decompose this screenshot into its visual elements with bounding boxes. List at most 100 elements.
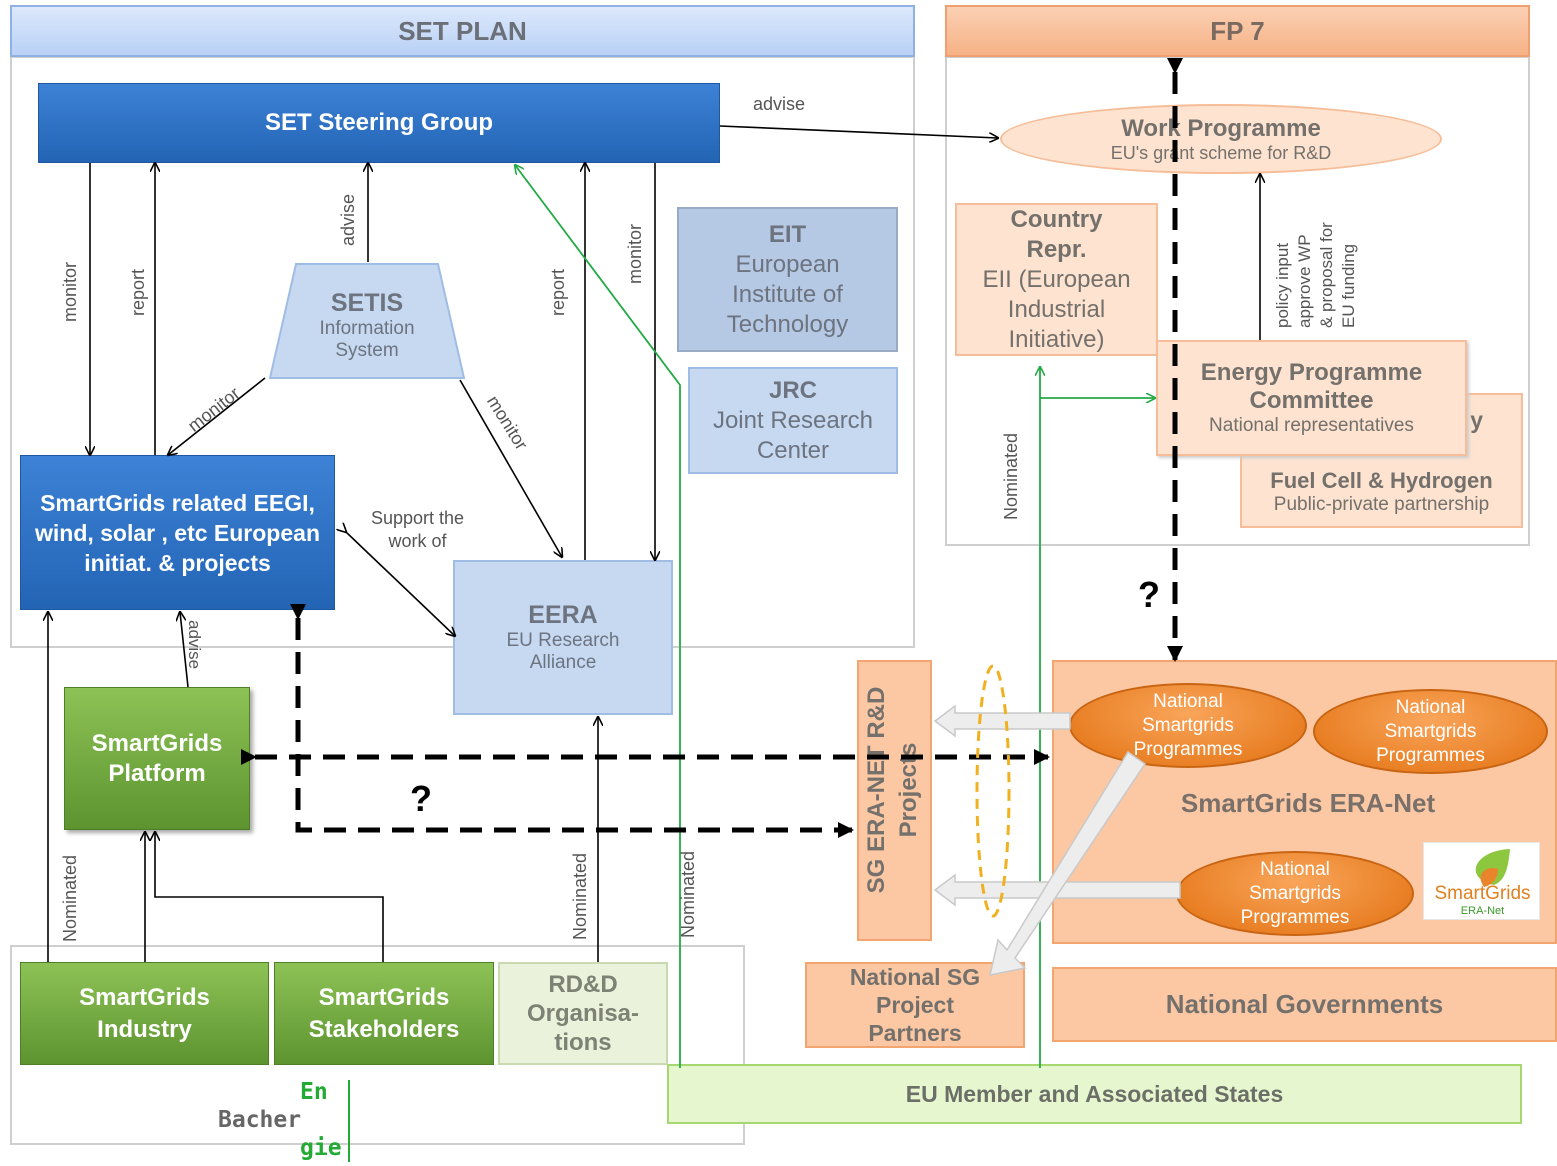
- dashed-yellow-oval: [975, 664, 1011, 918]
- rdd-line2: Organisa-: [526, 1000, 640, 1027]
- jti-subtitle: Public-private partnership: [1273, 494, 1490, 515]
- partners-line3: Partners: [868, 1020, 962, 1046]
- country-repr-line1: Country: [1010, 205, 1103, 233]
- setis-line2: System: [335, 339, 399, 361]
- national-programmes-1: National Smartgrids Programmes: [1069, 683, 1307, 768]
- national-governments: National Governments: [1052, 967, 1557, 1042]
- country-repr-line4: Industrial: [1007, 295, 1106, 323]
- partners-line1: National SG: [849, 964, 981, 990]
- jrc-line1: Joint Research: [712, 406, 874, 434]
- jrc-title: JRC: [768, 376, 817, 404]
- arrow-platform-advise: [180, 612, 189, 688]
- energy-programme-committee: Energy Programme Committee National repr…: [1156, 340, 1467, 456]
- platform-line1: SmartGrids: [91, 729, 223, 757]
- eu-member-states-label: EU Member and Associated States: [905, 1080, 1284, 1107]
- rdd-line1: RD&D: [548, 971, 618, 998]
- stakeholders-line1: SmartGrids: [318, 983, 450, 1011]
- question-mark-left: ?: [410, 778, 432, 819]
- bacher-line1: En: [300, 1079, 328, 1105]
- leaf-icon: [1475, 849, 1510, 887]
- hollow-arrow-top: [933, 704, 1071, 738]
- np2-line1: National: [1395, 696, 1466, 718]
- era-net-title: SmartGrids ERA-Net: [1180, 788, 1436, 818]
- epc-line1: Energy Programme: [1200, 359, 1423, 386]
- np3-line3: Programmes: [1240, 906, 1350, 928]
- bacher-energie-logo: En Bacher gie: [218, 1078, 358, 1164]
- eit-line1: European: [735, 250, 840, 278]
- label-support-line1: Support the: [370, 508, 465, 528]
- arrow-setis-to-eegi: [168, 377, 266, 455]
- label-monitor-right: monitor: [625, 223, 645, 284]
- eegi-line3: initiat. & projects: [84, 549, 271, 576]
- label-advise-top: advise: [753, 94, 806, 114]
- eit-box: EIT European Institute of Technology: [677, 207, 898, 352]
- set-steering-group: SET Steering Group: [38, 83, 720, 163]
- setis-title: SETIS: [330, 288, 404, 317]
- label-monitor-left: monitor: [60, 261, 80, 322]
- set-plan-header: SET PLAN: [10, 5, 915, 57]
- epc-line2: Committee: [1249, 387, 1374, 414]
- eegi-line2: wind, solar , etc European: [34, 519, 320, 546]
- logo-text: SmartGrids: [1434, 883, 1531, 904]
- policy-line1: policy input: [1273, 242, 1292, 328]
- arrow-stakeholders-to-platform: [155, 832, 384, 962]
- policy-line4: EU funding: [1339, 243, 1358, 328]
- np1-line2: Smartgrids: [1142, 714, 1234, 736]
- eu-member-states: EU Member and Associated States: [667, 1064, 1522, 1124]
- eit-line2: Institute of: [732, 280, 843, 308]
- country-repr-line3: EII (European: [982, 265, 1131, 293]
- industry-line2: Industry: [97, 1015, 192, 1043]
- national-programmes-3: National Smartgrids Programmes: [1176, 851, 1414, 936]
- eit-title: EIT: [768, 220, 807, 248]
- jti-title: Fuel Cell & Hydrogen: [1270, 468, 1493, 493]
- country-repr-line5: Initiative): [1008, 325, 1105, 353]
- label-nominated-industry: Nominated: [60, 854, 80, 942]
- label-report-left: report: [128, 268, 148, 316]
- np2-line3: Programmes: [1376, 744, 1485, 766]
- platform-line2: Platform: [108, 759, 206, 787]
- np3-line2: Smartgrids: [1249, 882, 1341, 904]
- policy-line3: & proposal for: [1317, 222, 1336, 328]
- setis-shape: [268, 263, 466, 379]
- smartgrids-industry: SmartGrids Industry: [20, 962, 269, 1065]
- jrc-line2: Center: [756, 436, 830, 464]
- policy-line2: approve WP: [1295, 234, 1314, 328]
- green-line-to-steering: [515, 165, 681, 1068]
- work-programme-subtitle: EU's grant scheme for R&D: [1110, 142, 1332, 163]
- rdd-line3: tions: [554, 1029, 612, 1056]
- rdd-organisations: RD&D Organisa- tions: [498, 962, 668, 1065]
- work-programme: Work Programme EU's grant scheme for R&D: [1000, 104, 1442, 174]
- epc-line3: National representatives: [1209, 415, 1414, 436]
- fp7-header: FP 7: [945, 5, 1530, 57]
- smartgrids-platform: SmartGrids Platform: [64, 687, 250, 830]
- set-steering-group-label: SET Steering Group: [264, 109, 494, 136]
- setis: SETIS Information System: [268, 282, 466, 368]
- bacher-divider: [348, 1080, 350, 1162]
- label-report-right: report: [548, 268, 568, 316]
- np3-line1: National: [1260, 858, 1330, 880]
- label-policy-input: policy input approve WP & proposal for E…: [1272, 188, 1364, 328]
- country-repr-line2: Repr.: [1026, 235, 1087, 263]
- np1-line3: Programmes: [1133, 738, 1243, 760]
- label-nominated-fp7: Nominated: [1001, 432, 1021, 520]
- jrc-box: JRC Joint Research Center: [688, 367, 898, 474]
- country-repr: Country Repr. EII (European Industrial I…: [955, 203, 1158, 356]
- hollow-arrow-diagonal: [989, 750, 1147, 976]
- national-programmes-2: National Smartgrids Programmes: [1313, 689, 1548, 774]
- label-support: Support the work of: [355, 507, 480, 553]
- eit-line3: Technology: [726, 310, 849, 338]
- bacher-line3: gie: [300, 1135, 342, 1161]
- label-advise-platform: advise: [185, 620, 204, 670]
- arrow-setis-to-eera: [459, 379, 562, 557]
- label-advise-vertical: advise: [338, 193, 358, 246]
- question-mark-right: ?: [1138, 574, 1160, 615]
- jti-partial1: y: [1470, 407, 1483, 433]
- setis-line1: Information: [319, 317, 415, 339]
- national-sg-partners: National SG Project Partners: [805, 962, 1025, 1048]
- sg-projects-box: [857, 660, 932, 941]
- np2-line2: Smartgrids: [1384, 720, 1477, 742]
- dashed-eegi-projects: [290, 604, 854, 838]
- logo-subtext: ERA-Net: [1460, 905, 1505, 917]
- arrow-advise-wp: [719, 125, 998, 138]
